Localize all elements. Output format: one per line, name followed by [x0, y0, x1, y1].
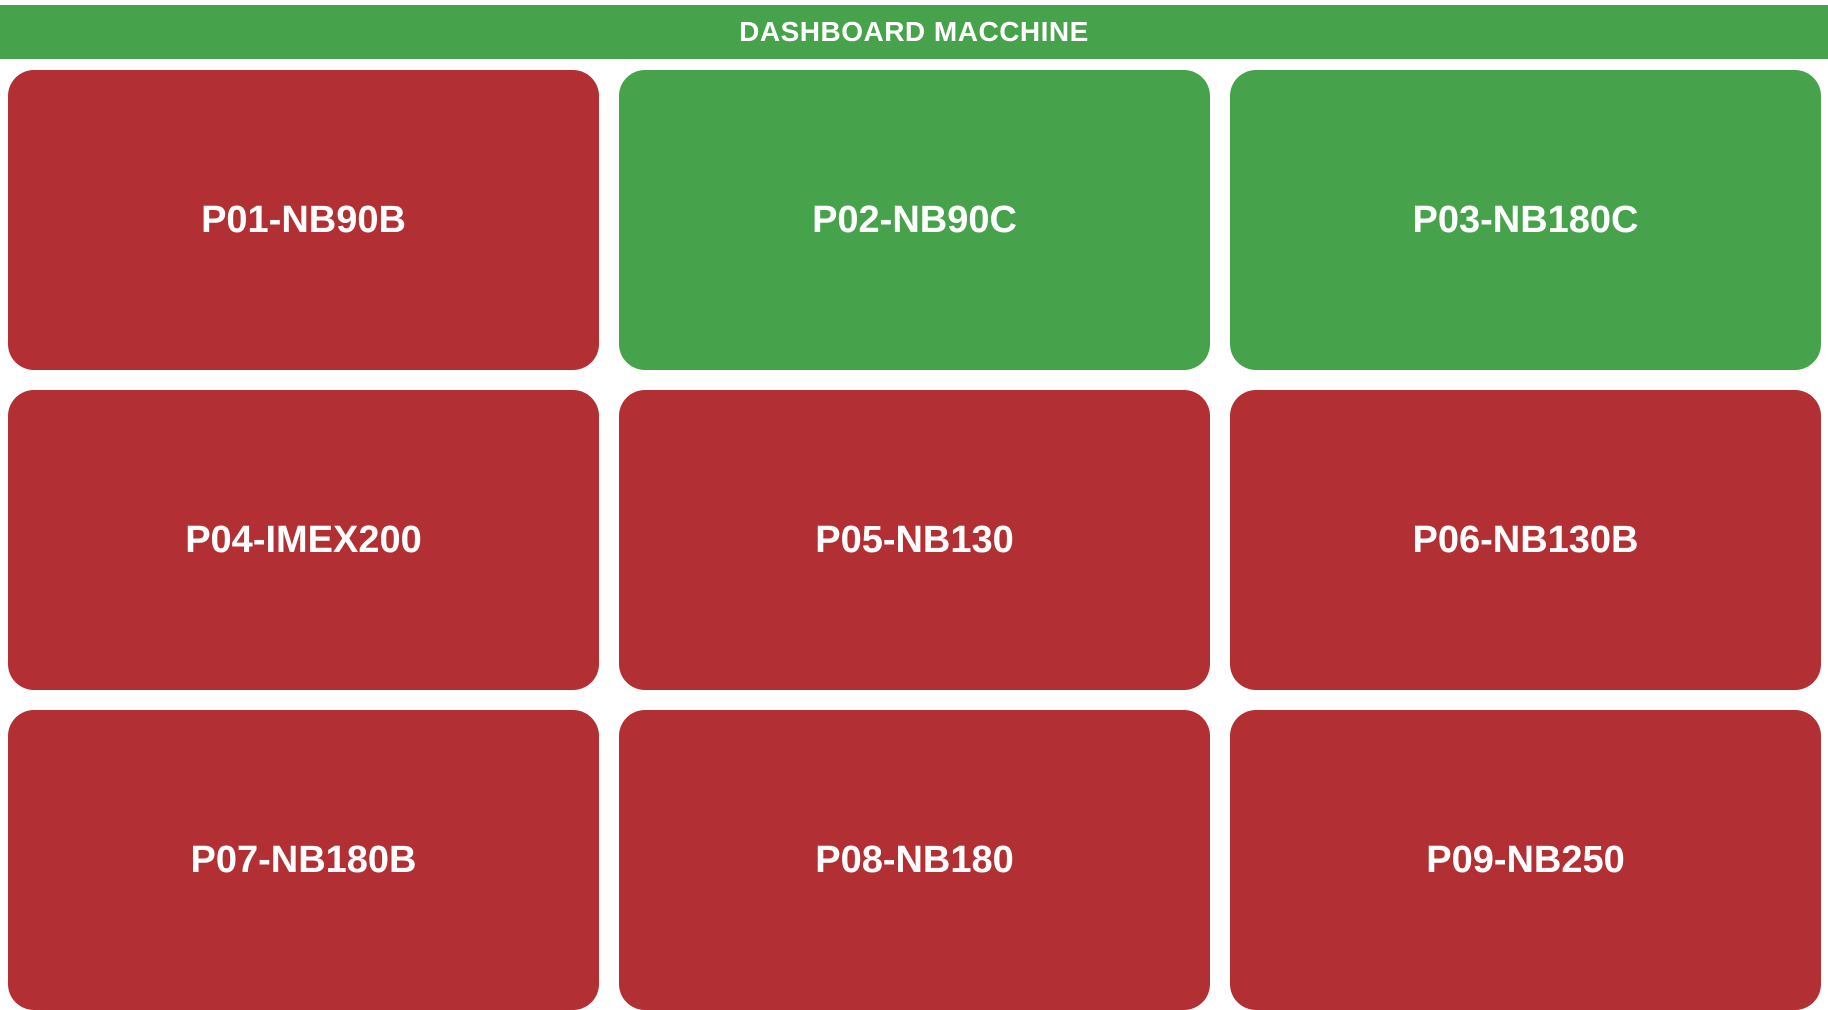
- machine-label: P03-NB180C: [1412, 198, 1639, 241]
- machine-tile-p04[interactable]: P04-IMEX200: [8, 390, 599, 690]
- page-title: DASHBOARD MACCHINE: [739, 16, 1089, 47]
- machine-grid: P01-NB90B P02-NB90C P03-NB180C P04-IMEX2…: [8, 70, 1821, 1010]
- machine-tile-p08[interactable]: P08-NB180: [619, 710, 1210, 1010]
- machine-tile-p06[interactable]: P06-NB130B: [1230, 390, 1821, 690]
- machine-label: P08-NB180: [815, 838, 1014, 881]
- machine-tile-p01[interactable]: P01-NB90B: [8, 70, 599, 370]
- machine-label: P02-NB90C: [812, 198, 1017, 241]
- machine-label: P06-NB130B: [1412, 518, 1639, 561]
- machine-label: P04-IMEX200: [185, 518, 422, 561]
- machine-label: P09-NB250: [1426, 838, 1625, 881]
- machine-label: P05-NB130: [815, 518, 1014, 561]
- machine-tile-p03[interactable]: P03-NB180C: [1230, 70, 1821, 370]
- machine-label: P01-NB90B: [201, 198, 406, 241]
- machine-tile-p05[interactable]: P05-NB130: [619, 390, 1210, 690]
- dashboard-header: DASHBOARD MACCHINE: [0, 5, 1828, 59]
- machine-tile-p09[interactable]: P09-NB250: [1230, 710, 1821, 1010]
- machine-tile-p07[interactable]: P07-NB180B: [8, 710, 599, 1010]
- machine-label: P07-NB180B: [190, 838, 417, 881]
- machine-tile-p02[interactable]: P02-NB90C: [619, 70, 1210, 370]
